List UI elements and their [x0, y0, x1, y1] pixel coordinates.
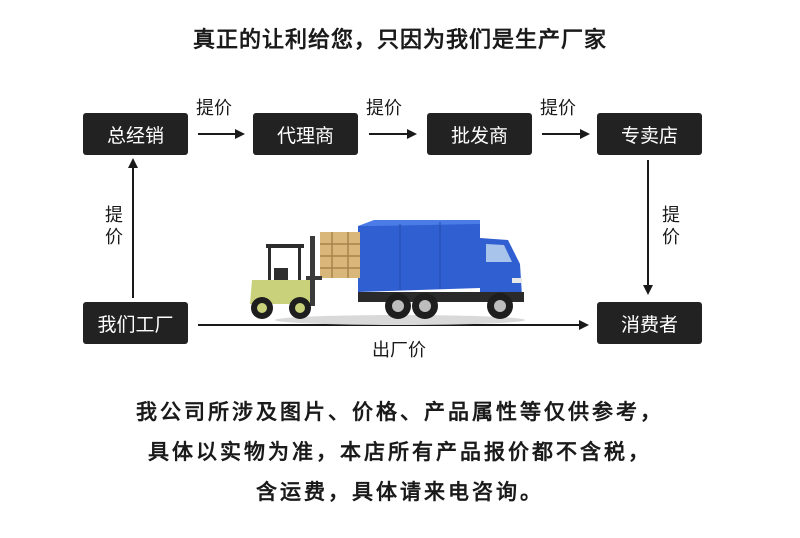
- label-raise-2: 提价: [366, 98, 402, 119]
- node-wholesaler: 批发商: [427, 113, 532, 155]
- note-line-1: 我公司所涉及图片、价格、产品属性等仅供参考，: [136, 400, 664, 424]
- node-store: 专卖店: [597, 113, 702, 155]
- label-factory-price: 出厂价: [372, 340, 426, 361]
- crate-icon: [320, 232, 360, 278]
- forklift-icon: [250, 236, 322, 319]
- label-raise-1: 提价: [196, 98, 232, 119]
- label-raise-right: 提价: [662, 205, 680, 248]
- node-factory: 我们工厂: [83, 302, 188, 344]
- node-consumer: 消费者: [597, 302, 702, 344]
- page-title: 真正的让利给您，只因为我们是生产厂家: [192, 28, 607, 53]
- truck-icon: [358, 220, 524, 319]
- label-raise-left: 提价: [105, 205, 123, 248]
- label-raise-3: 提价: [540, 98, 576, 119]
- truck-forklift-illustration: [250, 220, 525, 325]
- note-line-3: 含运费，具体请来电咨询。: [256, 480, 544, 504]
- node-agent: 代理商: [253, 113, 358, 155]
- node-distributor: 总经销: [83, 113, 188, 155]
- note-line-2: 具体以实物为准，本店所有产品报价都不含税，: [148, 440, 652, 464]
